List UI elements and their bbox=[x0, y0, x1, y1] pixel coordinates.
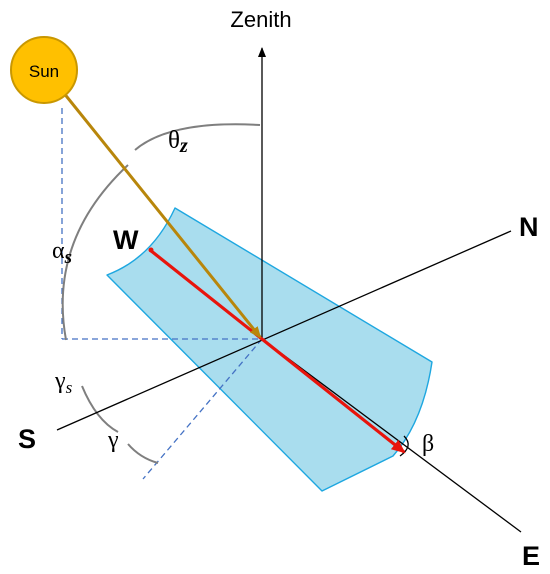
east-west-axis-black bbox=[261, 338, 522, 533]
gamma-s-arc bbox=[81, 385, 119, 433]
collector-tilt-axis bbox=[149, 248, 406, 454]
beta-arc bbox=[399, 435, 409, 457]
gamma-label: γ bbox=[107, 427, 119, 453]
alpha-s-symbol: α bbox=[52, 238, 65, 264]
theta-z-arc bbox=[134, 123, 261, 151]
theta-z-symbol: θ bbox=[168, 127, 180, 154]
sun-label: Sun bbox=[29, 62, 59, 81]
sun-icon bbox=[10, 36, 78, 104]
west-label: W bbox=[113, 225, 139, 255]
surface-normal-projection bbox=[142, 338, 263, 480]
collector-tilt-axis-start bbox=[148, 247, 154, 253]
gamma-s-subscript: s bbox=[66, 378, 73, 397]
theta-z-label: θz bbox=[168, 127, 188, 157]
sun-ray bbox=[61, 91, 262, 339]
alpha-s-label: αs bbox=[52, 238, 72, 268]
zenith-label: Zenith bbox=[230, 7, 291, 32]
beta-label: β bbox=[422, 431, 434, 457]
gamma-arc bbox=[127, 443, 159, 464]
north-label: N bbox=[519, 212, 539, 242]
north-south-axis bbox=[56, 230, 512, 431]
gamma-s-label: γs bbox=[54, 368, 73, 397]
east-label: E bbox=[522, 541, 540, 571]
collector-surface bbox=[106, 207, 433, 492]
alpha-s-arc bbox=[61, 164, 129, 341]
alpha-s-subscript: s bbox=[64, 247, 72, 268]
theta-z-subscript: z bbox=[179, 135, 188, 157]
gamma-s-symbol: γ bbox=[54, 368, 66, 394]
south-label: S bbox=[18, 424, 36, 454]
